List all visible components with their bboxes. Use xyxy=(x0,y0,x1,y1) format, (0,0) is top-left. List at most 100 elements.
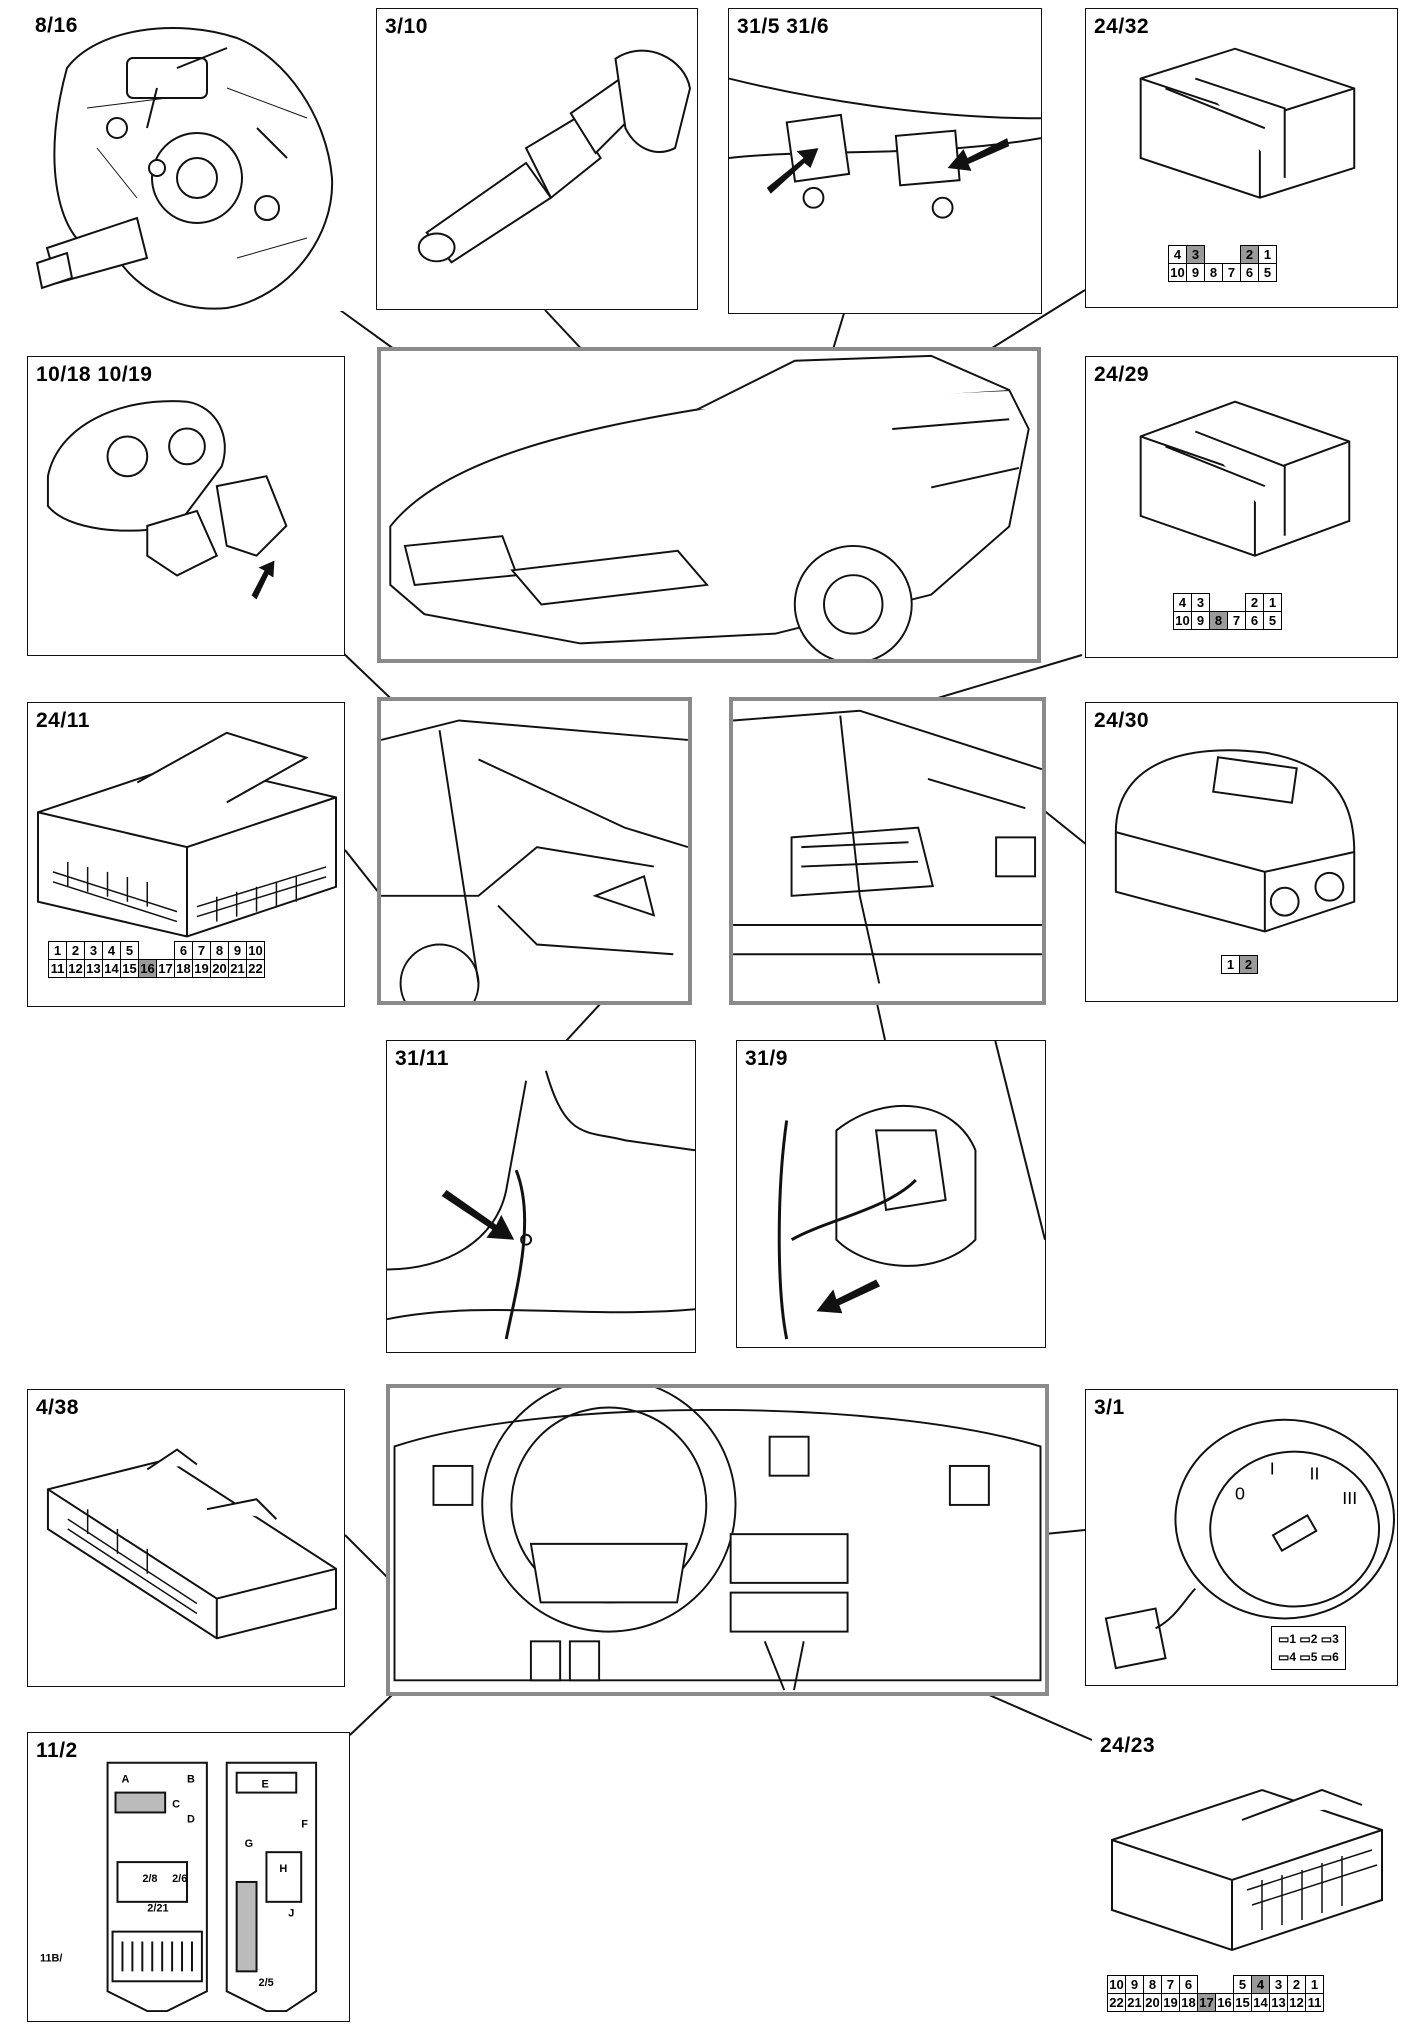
pin: 20 xyxy=(210,959,229,978)
pin: 3 xyxy=(1269,1975,1288,1994)
fusebox-illustration: A B C D E F G H J 2/8 2/6 2/21 2/5 11B/ xyxy=(40,1761,318,2013)
panel-label: 8/16 xyxy=(35,14,78,37)
connector-24-29-illustration xyxy=(1139,400,1351,557)
pin: 6 xyxy=(1240,263,1259,282)
pin: 8 xyxy=(210,941,229,960)
fuse-letter-b: B xyxy=(187,1774,195,1786)
pin: 3 xyxy=(1191,593,1210,612)
pin: 2 xyxy=(66,941,85,960)
panel-car-rear xyxy=(377,697,692,1005)
pin: 5 xyxy=(120,941,139,960)
panel-24-32: 4 3 2 1 10 9 8 7 6 5 24/32 xyxy=(1085,8,1398,308)
pin: 12 xyxy=(66,959,85,978)
panel-label: 4/38 xyxy=(36,1396,79,1419)
pin: 21 xyxy=(228,959,247,978)
ignition-switch-illustration: 0 I II III xyxy=(1104,1418,1395,1670)
fuse-letter-a: A xyxy=(121,1774,129,1786)
panel-label: 24/29 xyxy=(1094,363,1150,386)
pin: 7 xyxy=(192,941,211,960)
pin-table-24-29: 4 3 2 1 10 9 8 7 6 5 xyxy=(1173,593,1282,630)
pin: 15 xyxy=(1233,1993,1252,2012)
pin: 6 xyxy=(1179,1975,1198,1994)
pin: 1 xyxy=(1258,245,1277,264)
pin: 15 xyxy=(120,959,139,978)
panel-31-11: 31/11 xyxy=(386,1040,696,1353)
pin: 3 xyxy=(84,941,103,960)
pin: 1 xyxy=(1305,1975,1324,1994)
pin: 19 xyxy=(192,959,211,978)
pin: 1 xyxy=(1263,593,1282,612)
panel-label: 3/1 xyxy=(1094,1396,1125,1419)
ignition-pin-layout: ▭1 ▭2 ▭3 ▭4 ▭5 ▭6 xyxy=(1271,1626,1346,1670)
panel-label: 24/11 xyxy=(36,709,90,732)
pin: 4 xyxy=(1251,1975,1270,1994)
connector-24-11-illustration xyxy=(36,731,338,938)
fuse-letter-d: D xyxy=(187,1813,195,1825)
pin: 14 xyxy=(102,959,121,978)
pin-table-24-32: 4 3 2 1 10 9 8 7 6 5 xyxy=(1168,245,1277,282)
ignition-pos-3: III xyxy=(1342,1488,1357,1508)
pin: 22 xyxy=(1107,1993,1126,2012)
pin: 9 xyxy=(1186,263,1205,282)
panel-label: 24/30 xyxy=(1094,709,1150,732)
pin: 10 xyxy=(1168,263,1187,282)
ignition-pos-0: 0 xyxy=(1235,1483,1245,1503)
pin: 12 xyxy=(1287,1993,1306,2012)
pin: 5 xyxy=(1233,1975,1252,1994)
headlamp-bulbs-illustration xyxy=(46,400,288,600)
panel-label: 11/2 xyxy=(36,1739,78,1762)
interior-light-illustration xyxy=(777,1041,1045,1340)
fuse-letter-c: C xyxy=(172,1798,180,1810)
rear-pillar-illustration xyxy=(387,1070,695,1340)
pin: 18 xyxy=(1179,1993,1198,2012)
panel-label: 31/11 xyxy=(395,1047,449,1070)
fuse-letter-e: E xyxy=(261,1779,268,1791)
panel-label: 3/10 xyxy=(385,15,428,38)
car-rear-illustration xyxy=(381,719,688,1001)
car-front-illustration xyxy=(389,354,1030,659)
pin: 17 xyxy=(1197,1993,1216,2012)
pin: 17 xyxy=(156,959,175,978)
pin: 10 xyxy=(1107,1975,1126,1994)
panel-24-11: 1 2 3 4 5 6 7 8 9 10 11 12 13 14 15 16 1… xyxy=(27,702,345,1007)
panel-3-10: 3/10 xyxy=(376,8,698,310)
pin: 21 xyxy=(1125,1993,1144,2012)
dashboard-illustration xyxy=(393,1388,1042,1691)
panel-24-30: 1 2 24/30 xyxy=(1085,702,1398,1002)
pin: 19 xyxy=(1161,1993,1180,2012)
panel-4-38: 4/38 xyxy=(27,1389,345,1687)
fuse-letter-g: G xyxy=(245,1838,253,1850)
pin: 2 xyxy=(1245,593,1264,612)
pin-table-24-11: 1 2 3 4 5 6 7 8 9 10 11 12 13 14 15 16 1… xyxy=(48,941,265,978)
panel-dashboard xyxy=(386,1384,1049,1696)
pin: 2 xyxy=(1287,1975,1306,1994)
pin: 8 xyxy=(1204,263,1223,282)
panel-24-29: 4 3 2 1 10 9 8 7 6 5 24/29 xyxy=(1085,356,1398,658)
panel-8-16: 8/16 xyxy=(27,8,345,311)
pin: 7 xyxy=(1161,1975,1180,1994)
pin: 18 xyxy=(174,959,193,978)
pin: 14 xyxy=(1251,1993,1270,2012)
interior-roof-illustration xyxy=(733,709,1042,984)
transmission-illustration xyxy=(35,27,334,310)
fuse-letter-j: J xyxy=(288,1908,294,1920)
pin: 2 xyxy=(1240,245,1259,264)
panel-label: 10/18 10/19 xyxy=(36,363,153,386)
pin: 10 xyxy=(1173,611,1192,630)
panel-10-18-10-19: 10/18 10/19 xyxy=(27,356,345,656)
pin: 5 xyxy=(1258,263,1277,282)
connector-24-23-illustration xyxy=(1111,1788,1383,1952)
pin: 16 xyxy=(138,959,157,978)
pin: 7 xyxy=(1222,263,1241,282)
pin: 1 xyxy=(1221,955,1240,974)
fuse-callout: 11B/ xyxy=(40,1952,62,1964)
panel-3-1: 0 I II III ▭1 ▭2 ▭3 ▭4 ▭5 ▭6 3/1 xyxy=(1085,1389,1398,1686)
fuse-letter-h: H xyxy=(279,1863,287,1875)
pin: 5 xyxy=(1263,611,1282,630)
pin: 4 xyxy=(102,941,121,960)
panel-31-9: 31/9 xyxy=(736,1040,1046,1348)
pin: 13 xyxy=(1269,1993,1288,2012)
pin: 4 xyxy=(1173,593,1192,612)
pin: 11 xyxy=(1305,1993,1324,2012)
connector-24-32-illustration xyxy=(1139,47,1356,199)
